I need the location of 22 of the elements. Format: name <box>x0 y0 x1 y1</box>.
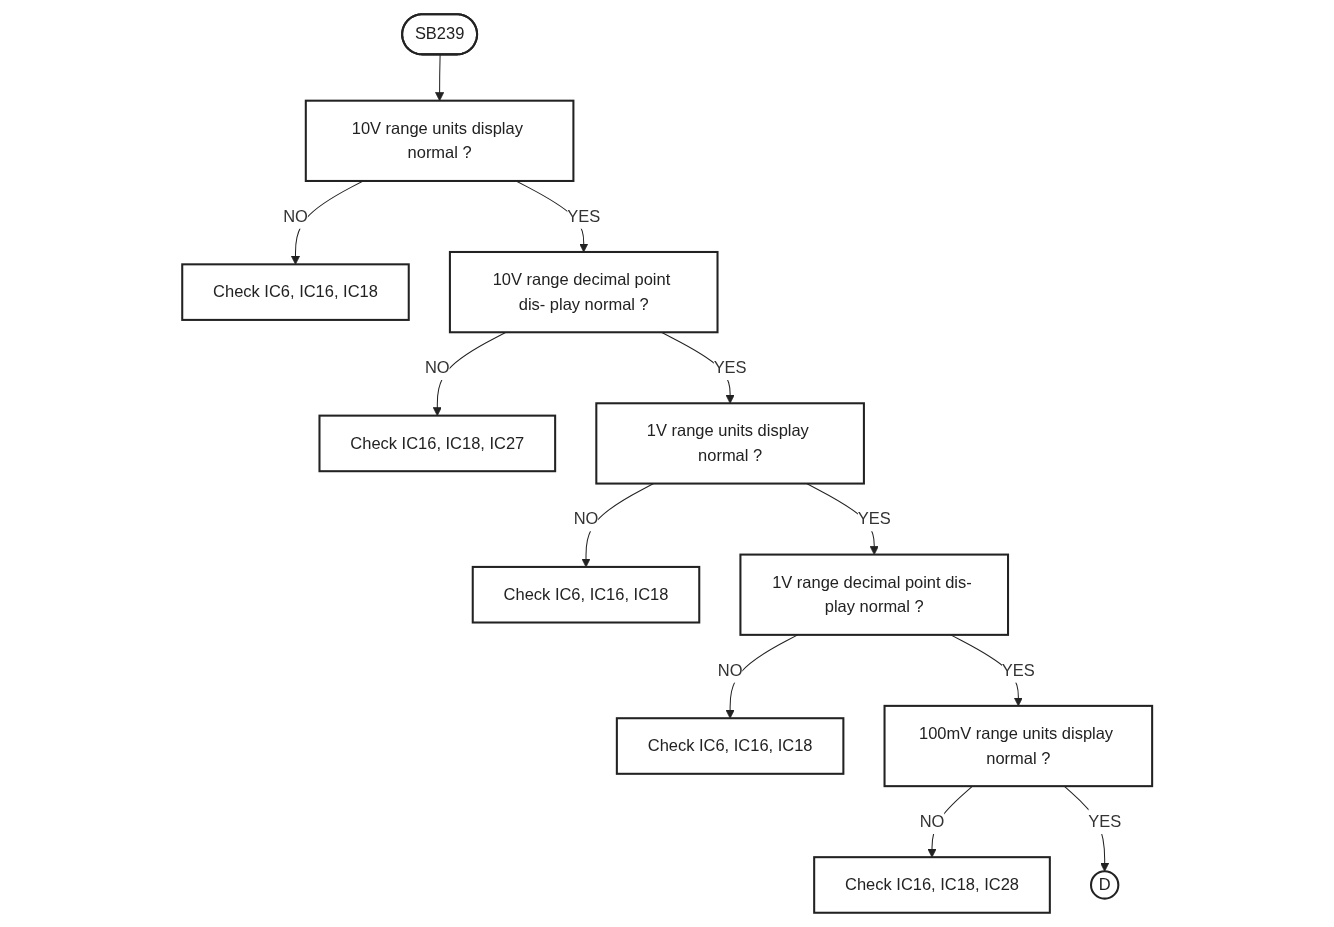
node-box: 10V range units display normal ? <box>304 99 575 182</box>
node-box: Check IC16, IC18, IC27 <box>318 414 556 473</box>
edge-label: NO <box>424 358 450 377</box>
node-circle: D <box>1089 870 1120 900</box>
edge-label: YES <box>1001 661 1035 679</box>
node-box: 100mV range units display normal ? <box>883 704 1153 788</box>
edge-label: NO <box>919 812 945 830</box>
node-box: 1V range decimal point dis- play normal ? <box>739 553 1009 636</box>
edge-label: NO <box>717 661 743 679</box>
node-box: 10V range decimal point dis- play normal ? <box>448 250 719 334</box>
edge-label: YES <box>1088 812 1121 830</box>
edge-label: YES <box>713 358 747 377</box>
node-box: Check IC6, IC16, IC18 <box>615 717 845 775</box>
edge-label: NO <box>573 509 599 528</box>
edge-label: NO <box>282 207 308 225</box>
node-box: Check IC16, IC18, IC28 <box>812 856 1051 914</box>
node-box: 1V range units display normal ? <box>595 402 865 485</box>
node-box: Check IC6, IC16, IC18 <box>471 565 701 624</box>
edge-label: YES <box>857 509 891 528</box>
arrow <box>290 180 364 265</box>
edge-label: YES <box>567 207 600 225</box>
node-box: Check IC6, IC16, IC18 <box>181 263 410 321</box>
